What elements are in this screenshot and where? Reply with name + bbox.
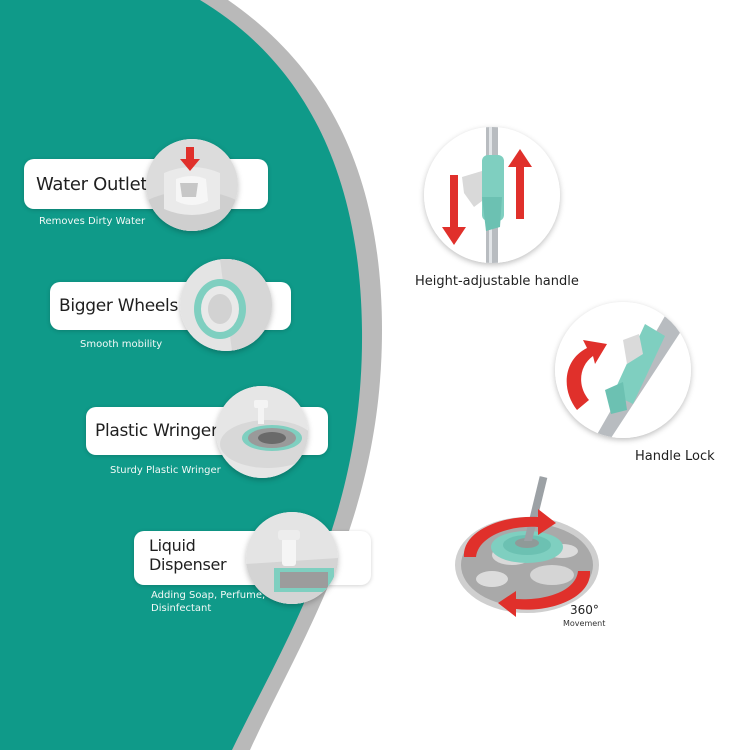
wringer-icon xyxy=(216,386,308,478)
movement-label: Movement xyxy=(563,619,606,628)
lock-icon xyxy=(555,302,691,438)
mop-head-icon xyxy=(452,475,602,625)
liquid-dispenser-title-line1: Liquid xyxy=(149,536,196,555)
plastic-wringer-title: Plastic Wringer xyxy=(95,421,218,441)
liquid-dispenser-subtitle-line2: Disinfectant xyxy=(151,603,212,614)
handle-lock-label: Handle Lock xyxy=(635,449,715,464)
handle-icon xyxy=(424,127,560,263)
liquid-dispenser-title-line2: Dispenser xyxy=(149,555,227,574)
dispenser-icon xyxy=(246,512,338,604)
degree-label: 360° xyxy=(570,603,599,617)
wheel-icon xyxy=(180,259,272,351)
water-outlet-subtitle: Removes Dirty Water xyxy=(39,216,146,227)
bigger-wheels-title: Bigger Wheels xyxy=(59,296,179,316)
liquid-dispenser-subtitle-line1: Adding Soap, Perfume, xyxy=(151,590,266,601)
plastic-wringer-subtitle: Sturdy Plastic Wringer xyxy=(110,465,221,476)
height-adjustable-label: Height-adjustable handle xyxy=(415,274,579,289)
water-outlet-icon xyxy=(146,139,238,231)
water-outlet-title: Water Outlet xyxy=(36,174,148,195)
bigger-wheels-subtitle: Smooth mobility xyxy=(80,339,163,350)
